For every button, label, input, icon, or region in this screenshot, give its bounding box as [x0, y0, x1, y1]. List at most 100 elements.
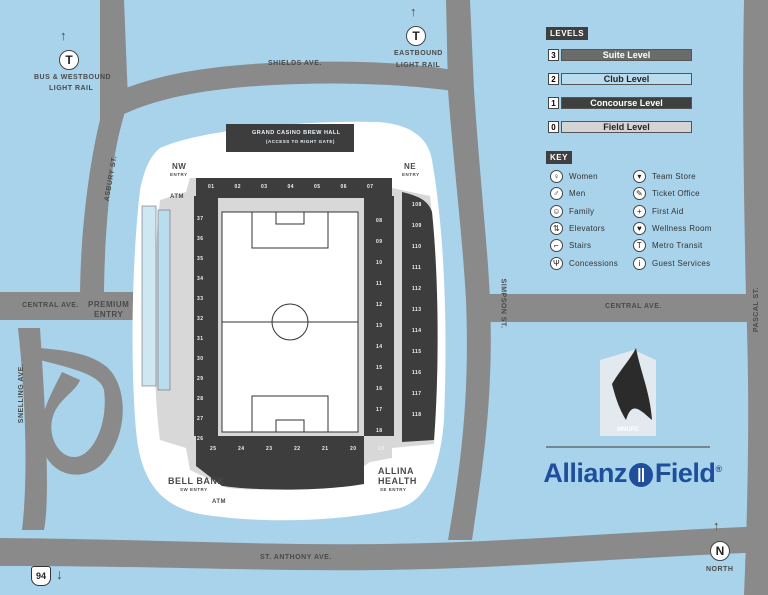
section-12[interactable]: 12	[376, 302, 383, 308]
level-number: 2	[548, 73, 559, 85]
south-stand	[196, 436, 364, 490]
key-label: Metro Transit	[652, 241, 703, 251]
level-number: 0	[548, 121, 559, 133]
section-22[interactable]: 22	[294, 446, 301, 452]
brand-registered: ®	[715, 464, 722, 474]
section-34[interactable]: 34	[197, 276, 204, 282]
team-store-icon: ▾	[633, 170, 646, 183]
brand-right: Field	[654, 458, 716, 488]
section-27[interactable]: 27	[197, 416, 204, 422]
guest-services-icon: i	[633, 256, 646, 270]
section-113[interactable]: 113	[412, 307, 422, 313]
north-compass-icon: N	[710, 541, 730, 561]
metro-transit-icon: T	[633, 239, 646, 253]
section-10[interactable]: 10	[376, 260, 383, 266]
section-08[interactable]: 08	[376, 218, 383, 224]
levels-title: LEVELS	[546, 27, 589, 40]
west-transit-label-2: LIGHT RAIL	[49, 85, 94, 92]
section-36[interactable]: 36	[197, 236, 204, 242]
section-13[interactable]: 13	[376, 323, 383, 329]
section-11[interactable]: 11	[376, 281, 383, 287]
section-37[interactable]: 37	[197, 216, 204, 222]
section-31[interactable]: 31	[197, 336, 204, 342]
north-goal-box	[275, 211, 305, 225]
snelling-ave-road	[18, 328, 47, 530]
section-108[interactable]: 108	[412, 202, 422, 208]
section-06[interactable]: 06	[340, 184, 348, 190]
nw-entry-label: NW	[172, 162, 187, 171]
section-116[interactable]: 116	[412, 370, 422, 376]
bell-bank-sub: SW ENTRY	[180, 487, 208, 492]
key-item: ♀Women	[550, 170, 598, 183]
key-item: ⌐Stairs	[550, 239, 591, 253]
section-07[interactable]: 07	[367, 184, 374, 190]
section-118[interactable]: 118	[412, 412, 422, 418]
section-114[interactable]: 114	[412, 328, 422, 334]
east-arrow-icon: ↑	[410, 4, 417, 19]
section-21[interactable]: 21	[322, 446, 329, 452]
east-transit-icon[interactable]: T	[406, 26, 426, 46]
section-111[interactable]: 111	[412, 265, 422, 271]
section-29[interactable]: 29	[197, 376, 204, 382]
key-title: KEY	[546, 151, 572, 164]
st-anthony-ave-road	[0, 526, 768, 571]
section-109[interactable]: 109	[412, 223, 422, 229]
ticket-office-icon: ✎	[633, 187, 646, 201]
section-02[interactable]: 02	[234, 184, 242, 190]
allianz-mark-icon: ||	[628, 462, 653, 487]
key-item: i Guest Services	[633, 256, 711, 270]
st-anthony-ave-label: ST. ANTHONY AVE.	[260, 554, 332, 561]
key-item: +First Aid	[633, 204, 684, 218]
section-23[interactable]: 23	[266, 446, 273, 452]
section-28[interactable]: 28	[197, 396, 204, 402]
section-14[interactable]: 14	[376, 344, 383, 350]
section-112[interactable]: 112	[412, 286, 422, 292]
section-35[interactable]: 35	[197, 256, 204, 262]
seating-bowl	[194, 178, 438, 490]
section-20[interactable]: 20	[350, 446, 357, 452]
west-transit-label-1: BUS & WESTBOUND	[34, 74, 112, 81]
section-26[interactable]: 26	[197, 436, 204, 442]
section-01[interactable]: 01	[208, 184, 215, 190]
section-25[interactable]: 25	[210, 446, 217, 452]
allianz-field-logo: Allianz||Field®	[540, 458, 725, 489]
section-03[interactable]: 03	[261, 184, 268, 190]
section-115[interactable]: 115	[412, 349, 422, 355]
section-16[interactable]: 16	[376, 386, 383, 392]
section-30[interactable]: 30	[197, 356, 204, 362]
section-32[interactable]: 32	[197, 316, 204, 322]
brew-hall-subtitle: (ACCESS TO RIGHT GATE)	[266, 139, 335, 144]
brew-hall	[226, 124, 354, 152]
section-17[interactable]: 17	[376, 407, 383, 413]
section-117[interactable]: 117	[412, 391, 422, 397]
asbury-st-road	[80, 0, 128, 300]
north-label: NORTH	[706, 566, 734, 573]
section-24[interactable]: 24	[238, 446, 245, 452]
west-arrow-icon: ↑	[60, 28, 67, 43]
premium-entry-label-2: ENTRY	[94, 310, 124, 319]
section-09[interactable]: 09	[376, 239, 383, 245]
level-label: Club Level	[561, 73, 692, 85]
section-18[interactable]: 18	[376, 428, 383, 434]
section-15[interactable]: 15	[376, 365, 383, 371]
key-item: T Metro Transit	[633, 239, 703, 253]
crest-text: MNUFC	[617, 427, 639, 433]
east-transit-label-1: EASTBOUND	[394, 50, 443, 57]
section-33[interactable]: 33	[197, 296, 204, 302]
level-label: Concourse Level	[561, 97, 692, 109]
brew-hall-title: GRAND CASINO BREW HALL	[252, 130, 341, 136]
key-item: ♂Men	[550, 187, 585, 201]
section-110[interactable]: 110	[412, 244, 422, 250]
west-transit-icon[interactable]: T	[59, 50, 79, 70]
section-04[interactable]: 04	[287, 184, 295, 190]
section-19[interactable]: 19	[378, 446, 385, 452]
key-label: Guest Services	[652, 258, 711, 268]
allina-health-sub: SE ENTRY	[380, 487, 407, 492]
stairs-icon: ⌐	[550, 239, 563, 253]
level-number: 1	[548, 97, 559, 109]
section-05[interactable]: 05	[314, 184, 321, 190]
